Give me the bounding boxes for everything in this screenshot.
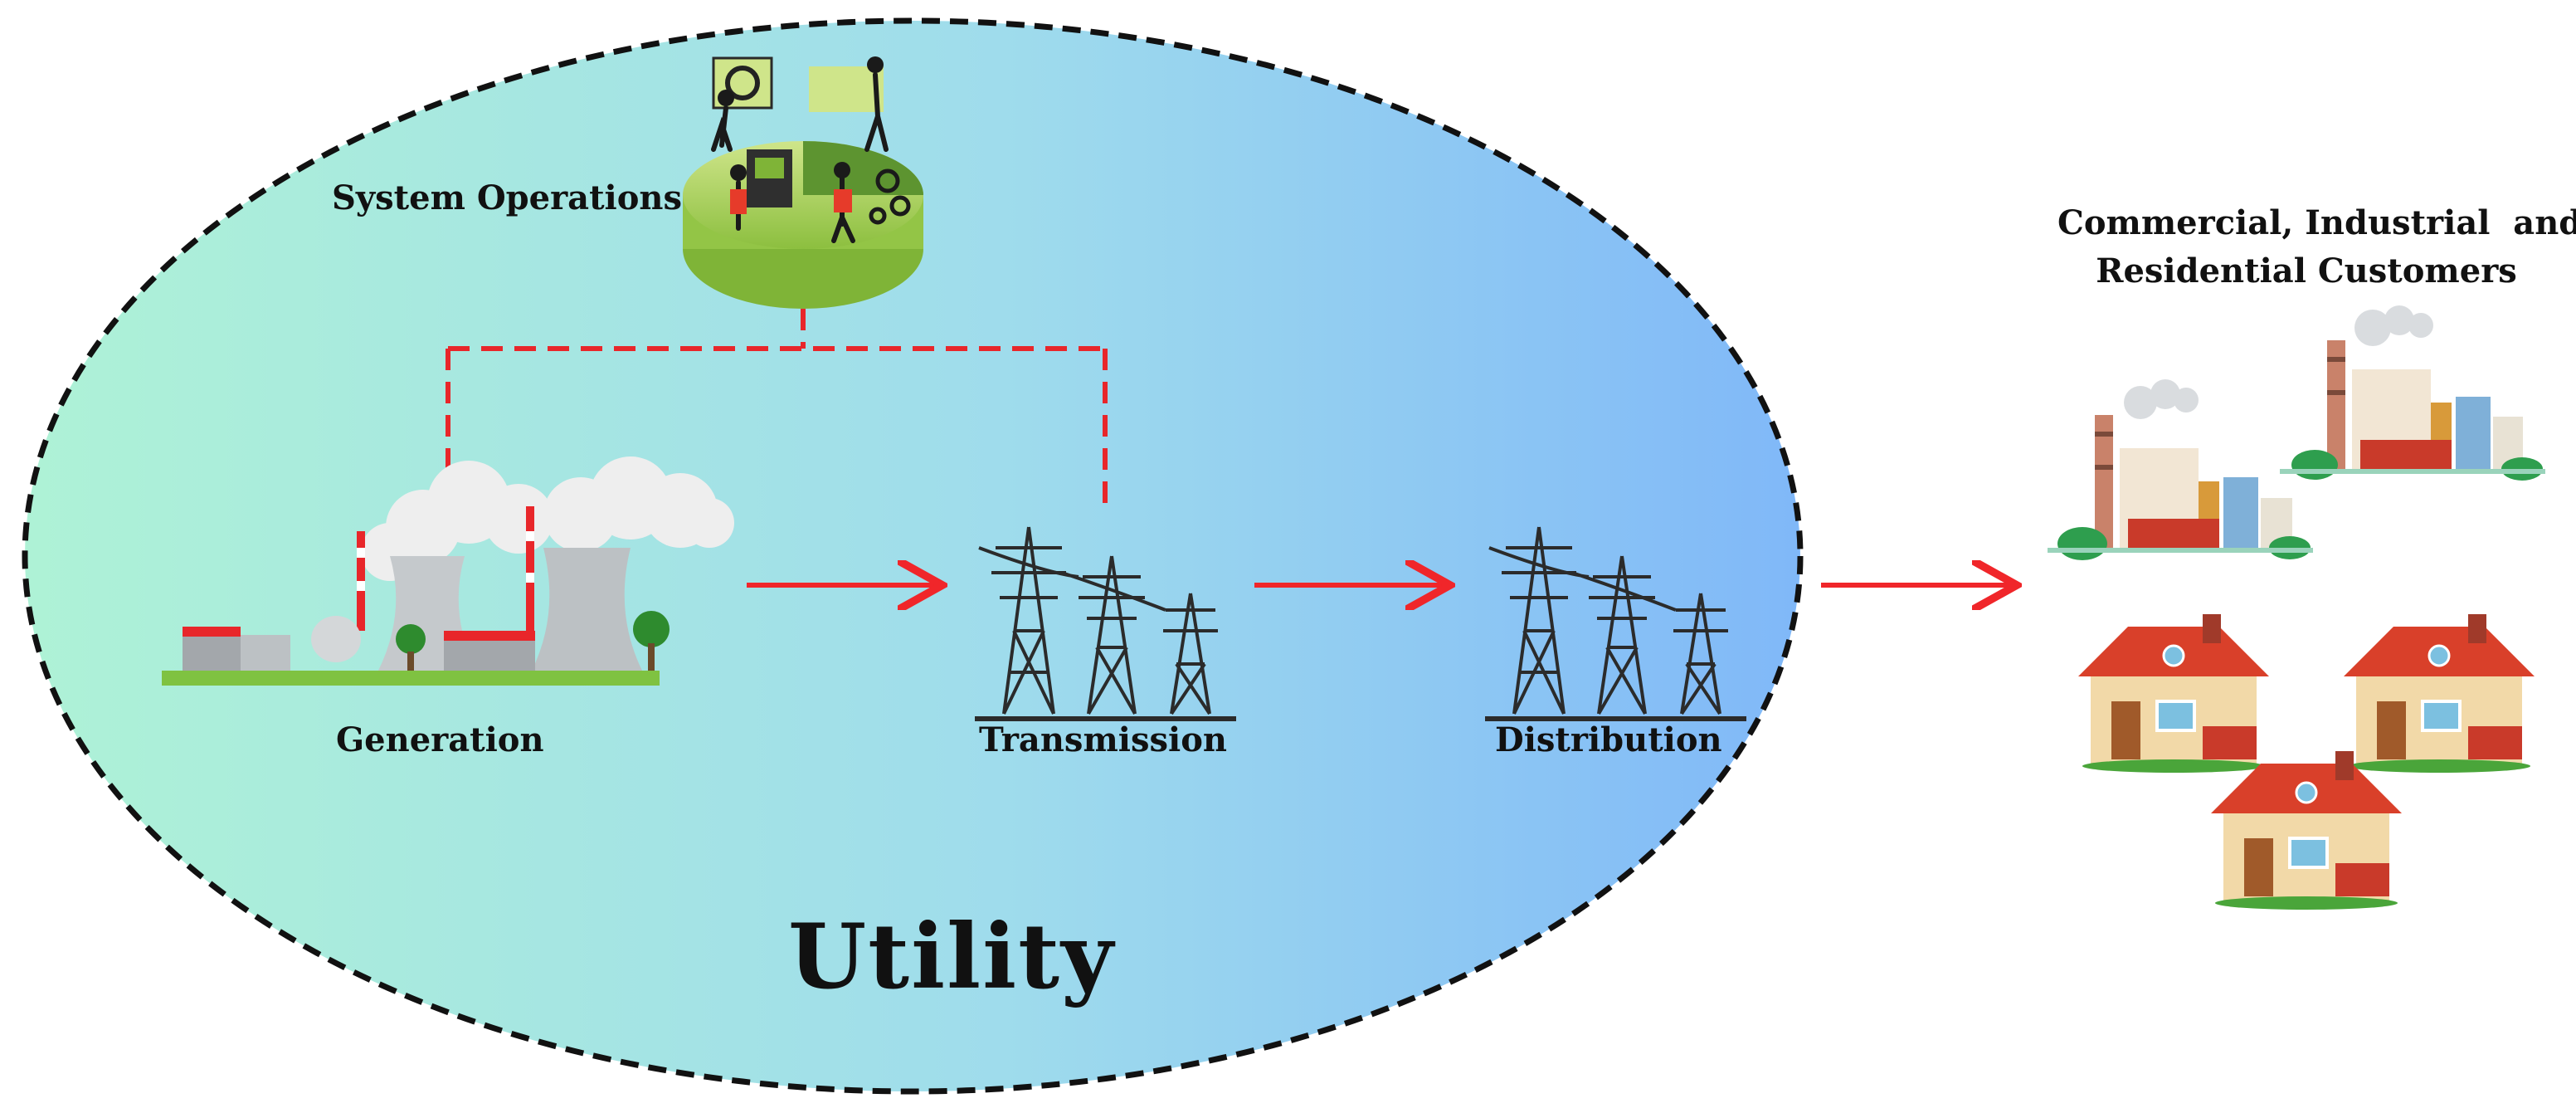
factory-icon [2048, 379, 2313, 560]
house-icon [2078, 614, 2269, 773]
system-operations-label: System Operations [332, 178, 683, 217]
transmission-tower-icon [975, 526, 1236, 721]
control-lines [446, 309, 1108, 506]
customers-label-line1: Commercial, Industrial and [2057, 203, 2576, 242]
house-icon [2211, 751, 2402, 910]
house-icon [2344, 614, 2535, 773]
transmission-label: Transmission [979, 720, 1227, 759]
distribution-label: Distribution [1495, 720, 1722, 759]
customers-label-line2: Residential Customers [2096, 251, 2517, 290]
system-operations-icon [683, 56, 923, 309]
utility-label: Utility [788, 905, 1115, 1009]
distribution-tower-icon [1485, 526, 1746, 721]
factory-icon [2280, 305, 2545, 481]
generation-label: Generation [336, 720, 544, 759]
utility-boundary [22, 17, 1804, 1095]
power-plant-icon [162, 456, 734, 686]
customers-label: Commercial, Industrial and Residential C… [2057, 199, 2576, 295]
